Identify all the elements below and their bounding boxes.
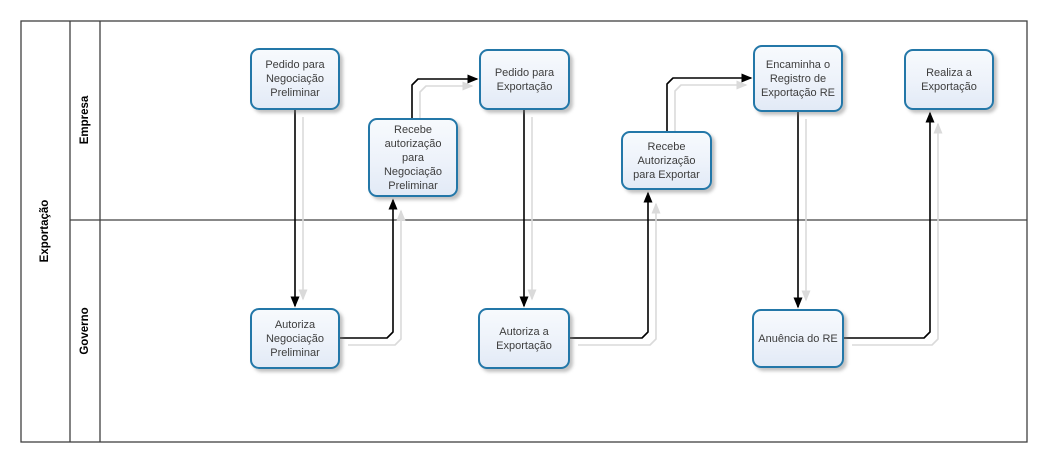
task-realiza-exportacao[interactable]: Realiza a Exportação [904, 49, 994, 110]
flow-autoriza-neg-to-recebe-neg [340, 198, 398, 339]
task-encaminha-registro-exportacao[interactable]: Encaminha o Registro de Exportação RE [753, 45, 843, 112]
task-recebe-autorizacao-negociacao[interactable]: Recebe autorização para Negociação Preli… [368, 118, 458, 197]
task-anuencia-re[interactable]: Anuência do RE [752, 309, 844, 368]
flow-recebe-exp-to-encaminha [666, 73, 753, 131]
task-recebe-autorizacao-exportar[interactable]: Recebe Autorização para Exportar [621, 131, 712, 190]
task-autoriza-negociacao-preliminar[interactable]: Autoriza Negociação Preliminar [250, 308, 340, 369]
connector-shadows [298, 80, 943, 346]
flow-autoriza-exp-to-recebe-exp [570, 191, 653, 339]
lane-label-governo: Governo [79, 307, 91, 355]
flow-anuencia-to-realiza [844, 111, 935, 339]
lane-label-empresa: Empresa [79, 95, 91, 145]
task-autoriza-exportacao[interactable]: Autoriza a Exportação [478, 308, 570, 369]
pool-title: Exportação [39, 199, 51, 263]
task-pedido-negociacao-preliminar[interactable]: Pedido para Negociação Preliminar [250, 48, 340, 110]
connectors [290, 73, 935, 339]
pool-frame [20, 20, 1028, 443]
task-pedido-exportacao[interactable]: Pedido para Exportação [479, 49, 570, 110]
flow-recebe-neg-to-pedido-exp [411, 74, 479, 118]
